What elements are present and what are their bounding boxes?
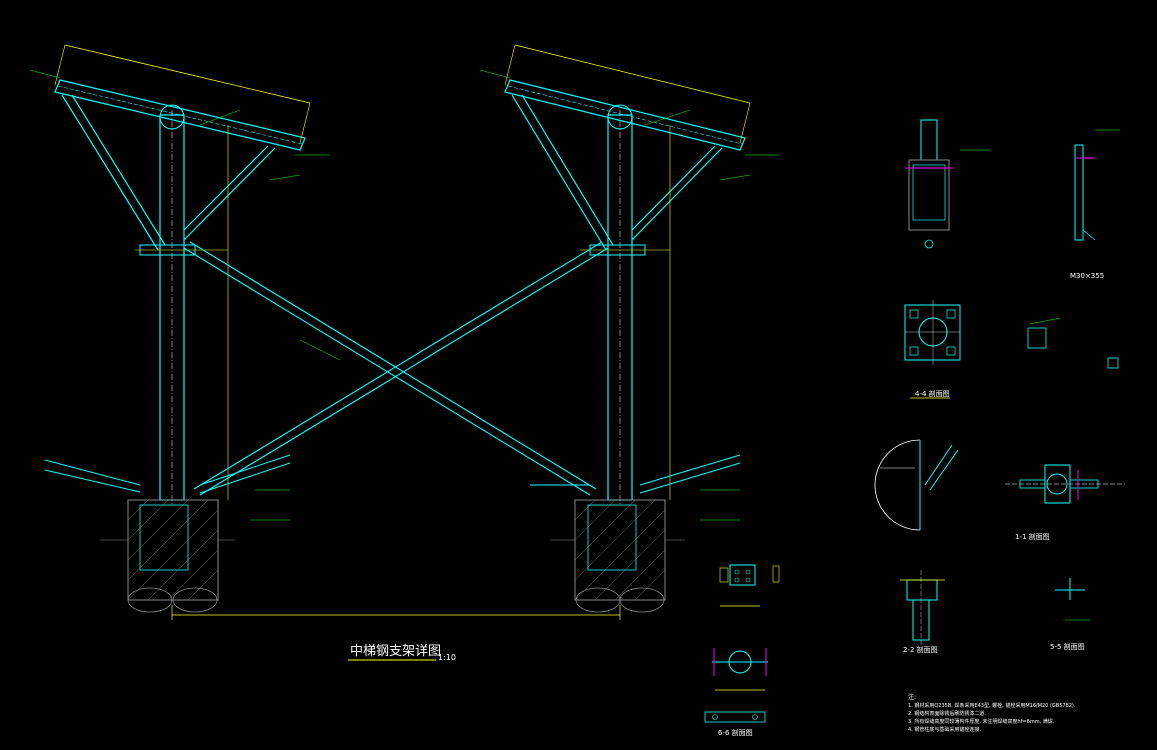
- notes-heading: 注:: [908, 694, 917, 701]
- detail-plate: [719, 564, 780, 607]
- detail-column-base: [905, 119, 953, 249]
- note-item: 2. 钢结构表面除锈后刷防锈漆二道.: [908, 711, 986, 717]
- x-bracing: [183, 241, 609, 496]
- note-item: 4. 钢管柱底与基础采用锚栓连接.: [908, 727, 981, 733]
- detail-5-5: [1055, 578, 1090, 621]
- note-item: 3. 所有焊缝高度同较薄构件厚度, 未注明焊缝高度hf=6mm, 满焊.: [908, 719, 1055, 725]
- general-notes: 注: 1. 钢材采用Q235B, 焊条采用E43型, 螺栓, 锚栓采用M16/M…: [908, 694, 1075, 734]
- detail-small-bracket: [1027, 317, 1119, 369]
- detail-2-2: [900, 570, 945, 645]
- dimension-label: M30×355: [1070, 272, 1105, 280]
- leader-lines: [29, 69, 1120, 521]
- detail-1-1-caption: 1-1 剖面图: [1015, 533, 1050, 541]
- detail-6-6: [704, 648, 768, 723]
- overall-dimension: [171, 605, 621, 620]
- main-drawing-title: 中梯钢支架详图: [350, 644, 442, 659]
- detail-circle-1: [874, 439, 959, 531]
- detail-5-5-caption: 5-5 剖面图: [1050, 643, 1085, 651]
- detail-side-bolt: [1074, 144, 1096, 241]
- detail-1-1: [1005, 464, 1125, 504]
- detail-2-2-caption: 2-2 剖面图: [903, 646, 938, 654]
- main-drawing-scale: 1:10: [438, 653, 456, 662]
- detail-4-4-plan: [904, 300, 961, 399]
- note-item: 1. 钢材采用Q235B, 焊条采用E43型, 螺栓, 锚栓采用M16/M20 …: [908, 703, 1076, 709]
- left-frame: [44, 44, 311, 613]
- right-frame: [504, 44, 751, 613]
- detail-4-4-caption: 4-4 剖面图: [915, 390, 950, 398]
- detail-6-6-caption: 6-6 剖面图: [718, 729, 753, 737]
